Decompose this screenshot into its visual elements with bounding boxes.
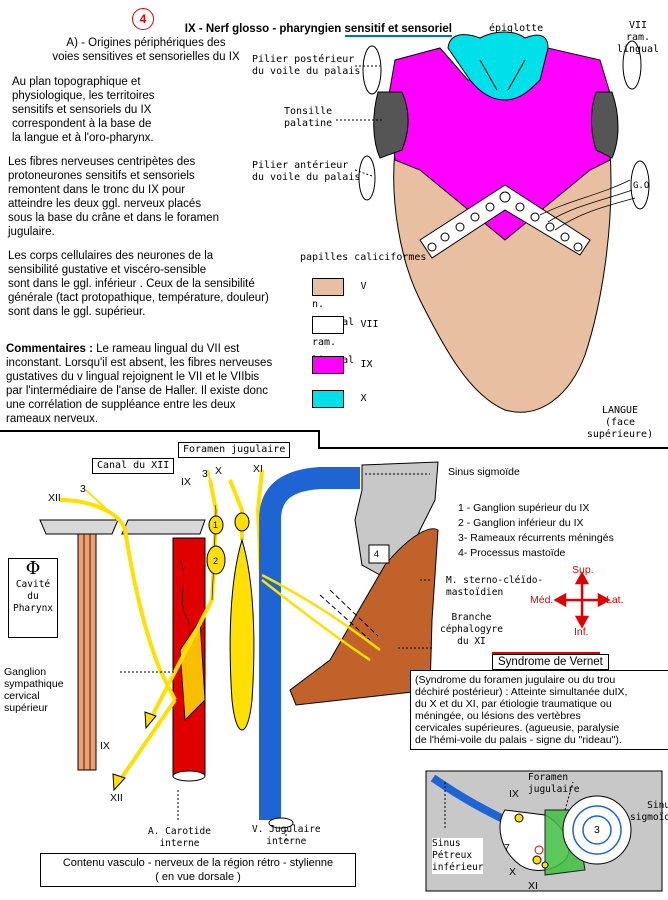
ganglion-sup-ix — [208, 515, 224, 535]
label-tonsille: Tonsille palatine — [284, 106, 333, 129]
label-vii-ram: VII ram. lingual — [616, 20, 660, 55]
inset-7: 7 — [504, 842, 510, 854]
dir-med: Méd. — [530, 594, 554, 606]
page-title: IX - Nerf glosso - pharyngien sensitif e… — [172, 11, 452, 47]
inset-x: X — [509, 866, 517, 878]
sternocleidomastoid — [289, 528, 439, 706]
sympathetic-ganglion — [77, 533, 97, 771]
skull-base-left — [39, 519, 119, 535]
label-papilles: papilles caliciformes — [300, 252, 427, 263]
section-divider — [318, 430, 320, 448]
cavity-label: Cavité du Pharynx — [12, 579, 54, 614]
legend-item: X — [312, 390, 366, 408]
dir-sup: Sup. — [572, 564, 594, 576]
section-divider — [318, 447, 668, 449]
label-pilier-posterieur: Pilier postérieur du voile du palais — [252, 54, 361, 77]
skull-base-mid — [121, 519, 206, 535]
left-anterior-pillar — [358, 155, 376, 201]
vernet-title: Syndrome de Vernet — [492, 654, 609, 670]
comment-block: Commentaires : Le rameau lingual du VII … — [6, 328, 304, 426]
label-nerve-3a: 3 — [80, 483, 86, 495]
label-nerve-xii: XII — [48, 492, 61, 504]
paragraph-fibres: Les fibres nerveuses centripètes des pro… — [8, 156, 219, 238]
vernet-title-underline — [492, 652, 600, 654]
label-nerve-ix: IX — [181, 476, 191, 488]
numbered-item: 4- Processus mastoïde — [458, 547, 566, 559]
ganglion-inf-x — [229, 538, 255, 731]
section-number-badge: 4 — [132, 8, 154, 30]
vernet-text: (Syndrome du foramen jugulaire ou du tro… — [410, 670, 668, 750]
retrostyloid-diagram — [39, 461, 611, 840]
label-ganglion-sympathique: Ganglion sympathique cervical supérieur — [4, 666, 64, 714]
label-canal-xii: Canal du XII — [92, 458, 175, 474]
legend-label: IX — [360, 359, 373, 370]
epiglottis — [447, 31, 549, 101]
tongue-diagram — [336, 31, 650, 413]
label-jugulaire: V. Jugulaire interne — [252, 824, 321, 847]
label-sinus-sigmoide: Sinus sigmoïde — [448, 466, 520, 478]
inset-sinus-sigmoide: Sinus sigmoïde — [630, 800, 668, 823]
paragraph-cell-bodies: Les corps cellulaires des neurones de la… — [8, 250, 269, 318]
label-ix-branch: IX — [100, 740, 110, 752]
label-nerve-3b: 3 — [202, 468, 208, 480]
label-mastoid-4: 4 — [374, 549, 380, 559]
diagram-caption: Contenu vasculo - nerveux de la région r… — [40, 853, 356, 887]
caption-text: Contenu vasculo - nerveux de la région r… — [62, 857, 334, 883]
label-ganglion-1: 1 — [213, 520, 219, 530]
numbered-item: 3- Rameaux récurrents méningés — [458, 532, 614, 544]
label-epiglotte: épiglotte — [489, 23, 544, 34]
internal-jugular-vein — [259, 467, 360, 820]
legend-swatch-ix — [312, 356, 344, 374]
inset-foramen: Foramen jugulaire — [528, 772, 580, 795]
label-langue: LANGUE (face supérieure) — [586, 405, 654, 440]
right-posterior-pillar — [622, 40, 642, 90]
label-go: G.O — [633, 181, 650, 191]
cavity-symbol: Φ — [25, 558, 41, 579]
left-tonsil — [373, 91, 409, 159]
label-carotide: A. Carotide interne — [148, 826, 211, 849]
nerve-xii — [59, 498, 177, 701]
title-prefix: IX - Nerf glosso - pharyngien — [184, 23, 345, 35]
section-a-heading: A) - Origines périphériques des voies se… — [52, 37, 240, 63]
label-foramen-jugulaire: Foramen jugulaire — [178, 442, 291, 458]
legend-swatch-v — [312, 278, 344, 296]
legend-item: IX — [312, 356, 373, 374]
label-nerve-x: X — [215, 465, 223, 477]
inset-3: 3 — [594, 824, 600, 836]
numbered-item: 2 - Ganglion inférieur du IX — [458, 517, 584, 529]
label-ganglion-2: 2 — [213, 556, 219, 566]
numbered-legend: 1 - Ganglion supérieur du IX 2 - Ganglio… — [458, 502, 614, 559]
comment-text: Le rameau lingual du VII est inconstant.… — [6, 343, 273, 425]
inset-ix: IX — [509, 788, 519, 800]
inset-sinus-petreux: Sinus Pétreux inférieur — [432, 838, 484, 874]
ganglion-inf-ix — [206, 545, 226, 575]
dir-lat: Lat. — [606, 594, 624, 606]
left-posterior-pillar — [362, 45, 382, 95]
pharynx-cavity-box: Φ Cavité du Pharynx — [8, 558, 58, 638]
paragraph-topography: Au plan topographique et physiologique, … — [12, 76, 155, 144]
comment-label: Commentaires : — [6, 343, 93, 355]
legend-swatch-vii — [312, 316, 344, 334]
legend-label: X — [360, 393, 367, 404]
right-anterior-pillar — [630, 160, 650, 210]
ganglion-sup-x — [234, 512, 250, 532]
label-branche-cephalogyre: Branche céphalogyre du XI — [440, 612, 503, 647]
tongue-body — [393, 149, 612, 413]
label-pilier-anterieur: Pilier antérieur du voile du palais — [252, 160, 361, 183]
numbered-item: 1 - Ganglion supérieur du IX — [458, 502, 590, 514]
section-divider — [0, 430, 318, 432]
dir-inf: Inf. — [574, 626, 589, 638]
title-underlined: sensitif et sensoriel — [344, 23, 452, 37]
direction-cross — [553, 571, 611, 629]
label-xii-branch: XII — [110, 792, 123, 804]
inset-xi: XI — [528, 880, 538, 892]
label-sterno: M. sterno-cléïdo- mastoïdien — [446, 575, 544, 598]
right-tonsil — [591, 91, 619, 159]
label-nerve-xi: XI — [253, 463, 263, 475]
legend-swatch-x — [312, 390, 344, 408]
